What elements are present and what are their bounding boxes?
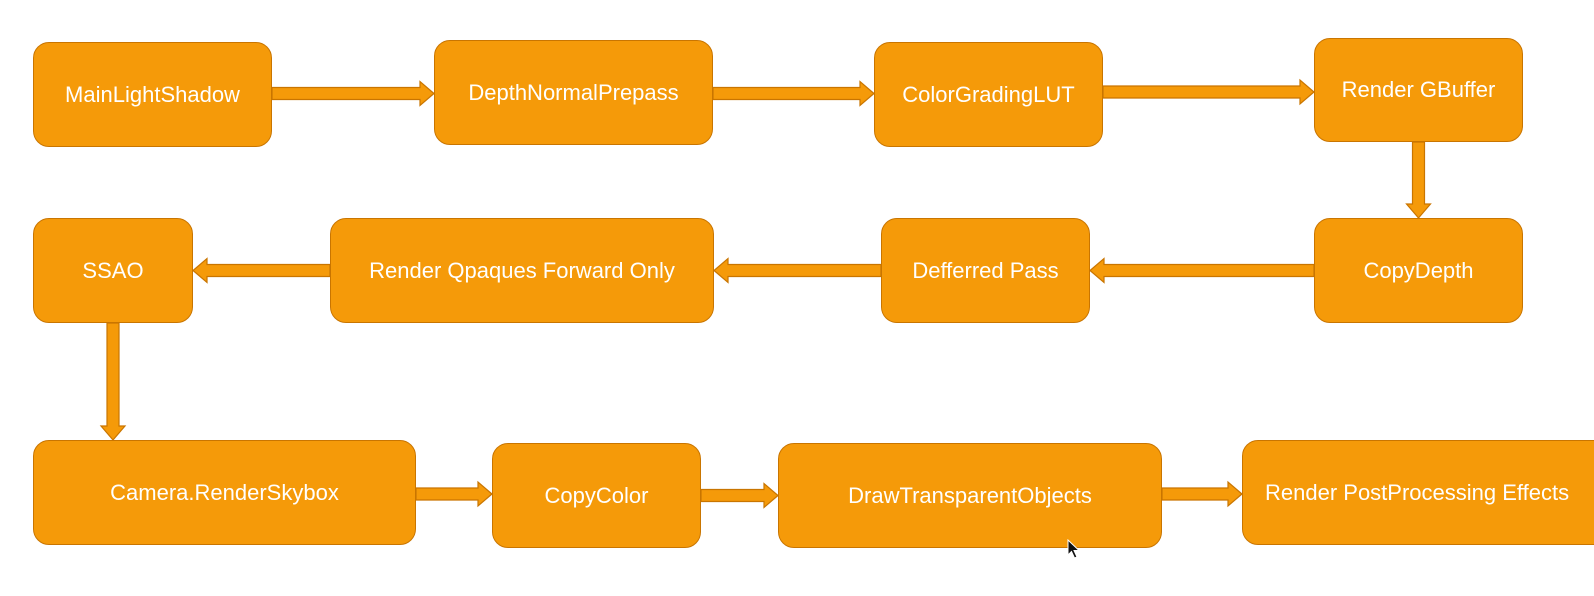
arrow-n2-to-n3 [712, 80, 875, 107]
arrow-n9-to-n10 [415, 480, 493, 508]
node-depth-normal-prepass: DepthNormalPrepass [434, 40, 713, 145]
arrow-n11-to-n12 [1161, 480, 1243, 508]
node-color-grading-lut: ColorGradingLUT [874, 42, 1103, 147]
node-draw-transparent-objects: DrawTransparentObjects [778, 443, 1162, 548]
node-copy-color: CopyColor [492, 443, 701, 548]
node-deferred-pass: Defferred Pass [881, 218, 1090, 323]
arrow-n3-to-n4 [1102, 78, 1315, 106]
arrow-n6-to-n7 [713, 257, 882, 284]
arrow-n1-to-n2 [271, 80, 435, 107]
node-render-gbuffer: Render GBuffer [1314, 38, 1523, 142]
node-render-opaques-forward-only: Render Qpaques Forward Only [330, 218, 714, 323]
arrow-n4-to-n5 [1405, 141, 1432, 219]
node-camera-render-skybox: Camera.RenderSkybox [33, 440, 416, 545]
arrow-n7-to-n8 [192, 257, 331, 284]
arrow-n8-to-n9 [99, 322, 127, 441]
node-ssao: SSAO [33, 218, 193, 323]
node-render-postprocessing-effects: Render PostProcessing Effects [1242, 440, 1594, 545]
arrow-n5-to-n6 [1089, 257, 1315, 284]
mouse-pointer-icon [1067, 539, 1081, 559]
node-copy-depth: CopyDepth [1314, 218, 1523, 323]
arrow-n10-to-n11 [700, 482, 779, 509]
node-main-light-shadow: MainLightShadow [33, 42, 272, 147]
